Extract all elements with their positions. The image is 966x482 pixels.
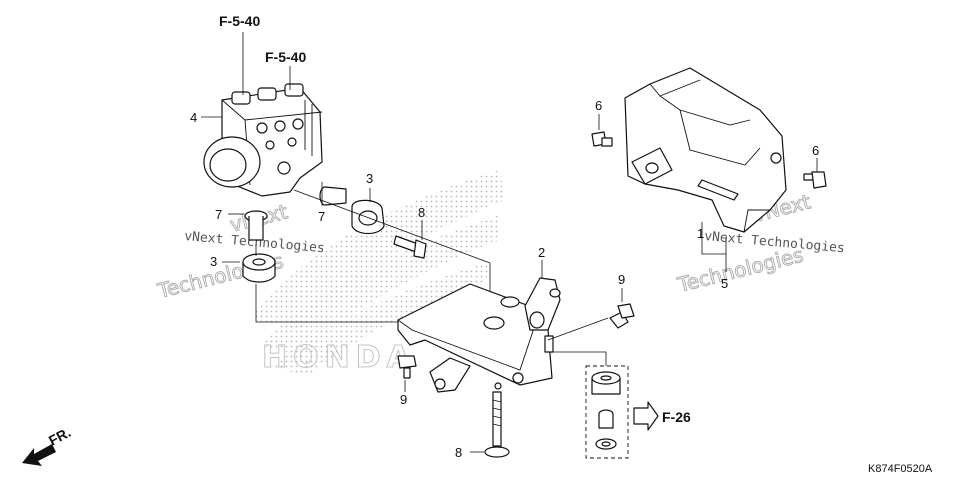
reference-f26: F-26 bbox=[662, 409, 691, 425]
reference-f540-b: F-5-40 bbox=[265, 49, 306, 65]
front-direction-arrow-icon bbox=[22, 444, 56, 466]
honda-wing-watermark: HONDA bbox=[250, 170, 505, 376]
rubber-bush-left bbox=[242, 253, 276, 283]
bolt-6-left bbox=[591, 131, 613, 147]
callout-5: 5 bbox=[721, 276, 728, 291]
callout-6-left: 6 bbox=[595, 98, 602, 113]
reference-f540-a: F-5-40 bbox=[219, 13, 260, 29]
honda-brand-watermark: HONDA bbox=[262, 340, 416, 375]
callout-7-left: 7 bbox=[215, 207, 222, 222]
callout-8-bottom: 8 bbox=[455, 445, 462, 460]
callout-7-right: 7 bbox=[318, 209, 325, 224]
abs-cover bbox=[624, 67, 787, 233]
f26-arrow-icon bbox=[633, 401, 659, 431]
flange-bolt-upper bbox=[393, 235, 427, 259]
callout-2: 2 bbox=[538, 245, 545, 260]
front-label: FR. bbox=[46, 424, 73, 449]
diagram-code: K874F0520A bbox=[868, 463, 933, 475]
collar-right bbox=[319, 186, 347, 206]
mount-rubber-kit bbox=[585, 365, 629, 459]
bolt-left bbox=[397, 355, 417, 379]
abs-modulator-unit bbox=[203, 83, 323, 197]
callout-8-top: 8 bbox=[418, 205, 425, 220]
callout-6-right: 6 bbox=[812, 143, 819, 158]
callout-3-left: 3 bbox=[210, 254, 217, 269]
bolt-right bbox=[609, 303, 635, 329]
flange-bolt-lower bbox=[484, 391, 510, 458]
callout-9-left: 9 bbox=[400, 392, 407, 407]
callout-9-right: 9 bbox=[618, 272, 625, 287]
callout-1: 1 bbox=[697, 226, 704, 241]
callout-4: 4 bbox=[190, 110, 197, 125]
bolt-6-right bbox=[803, 171, 827, 189]
rubber-bush-right bbox=[351, 199, 385, 235]
abs-bracket bbox=[397, 277, 561, 393]
callout-3-right: 3 bbox=[366, 171, 373, 186]
collar-left bbox=[244, 210, 268, 241]
